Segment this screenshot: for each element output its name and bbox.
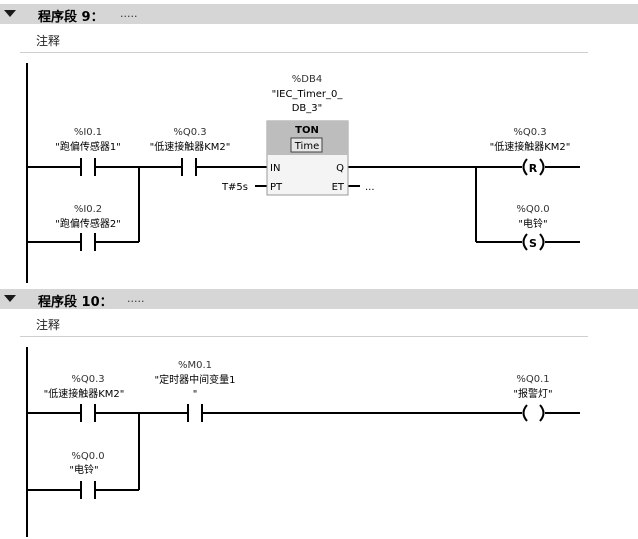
collapse-triangle-icon[interactable] (4, 295, 16, 302)
contact-address: %I0.2 (74, 204, 102, 215)
contact-symbol[interactable]: "电铃" (69, 463, 98, 476)
contact-i0-1[interactable] (80, 158, 96, 176)
contact-address: %Q0.3 (173, 127, 206, 138)
contact-address: %I0.1 (74, 127, 102, 138)
network-9-header[interactable]: 程序段 9： ..... (0, 4, 638, 25)
network-10-header[interactable]: 程序段 10： ..... (0, 289, 638, 310)
coil-address: %Q0.1 (516, 374, 549, 385)
network-9-comment[interactable]: 注释 (20, 30, 588, 53)
network-10-title: 程序段 10： (38, 295, 113, 310)
network-9-title: 程序段 9： (38, 10, 104, 25)
contact-symbol[interactable]: "低速接触器KM2" (150, 140, 231, 153)
coil-reset-letter: R (529, 162, 538, 175)
contact-symbol[interactable]: "跑偏传感器2" (55, 217, 121, 230)
contact-address: %Q0.0 (71, 451, 104, 462)
contact-address: %M0.1 (178, 360, 212, 371)
collapse-triangle-icon[interactable] (4, 10, 16, 17)
contact-i0-2[interactable] (80, 233, 96, 251)
timer-pt-value[interactable]: T#5s (221, 182, 248, 193)
timer-pin-q: Q (336, 163, 344, 174)
timer-time-type-field[interactable] (290, 137, 323, 153)
contact-q0-3[interactable] (181, 158, 197, 176)
timer-pin-et: ET (332, 182, 345, 193)
contact-symbol[interactable]: "定时器中间变量1 (155, 373, 236, 386)
coil-address: %Q0.3 (513, 127, 546, 138)
network-9-title-placeholder[interactable]: ..... (120, 7, 138, 20)
contact-address: %Q0.3 (71, 374, 104, 385)
timer-pin-pt: PT (270, 182, 283, 193)
timer-type: TON (295, 125, 319, 136)
contact-q0-3[interactable] (80, 404, 96, 422)
ton-timer-block[interactable] (266, 120, 349, 196)
contact-q0-0[interactable] (80, 481, 96, 499)
timer-db-address: %DB4 (292, 74, 322, 85)
coil-symbol[interactable]: "低速接触器KM2" (490, 140, 571, 153)
network-10-comment[interactable]: 注释 (20, 314, 588, 337)
timer-time-type: Time (294, 141, 319, 152)
contact-symbol[interactable]: "低速接触器KM2" (44, 387, 125, 400)
network-10-title-placeholder[interactable]: ..... (127, 292, 145, 305)
contact-symbol[interactable]: "跑偏传感器1" (55, 140, 121, 153)
timer-instance-name-cont[interactable]: DB_3" (292, 103, 323, 114)
network-9-comment-text: 注释 (36, 34, 61, 48)
coil-q0-1[interactable] (522, 404, 545, 422)
timer-instance-name[interactable]: "IEC_Timer_0_ (272, 89, 344, 100)
network-10-comment-text: 注释 (36, 318, 61, 332)
timer-pin-in: IN (270, 163, 280, 174)
coil-set-letter: S (529, 237, 537, 250)
contact-m0-1[interactable] (187, 404, 203, 422)
coil-symbol[interactable]: "电铃" (518, 217, 547, 230)
contact-symbol-cont[interactable]: " (193, 389, 198, 400)
coil-address: %Q0.0 (516, 204, 549, 215)
timer-et-value[interactable]: ... (365, 182, 375, 193)
coil-symbol[interactable]: "报警灯" (513, 387, 552, 400)
coil-set-q0-0[interactable] (522, 233, 545, 251)
coil-reset-q0-3[interactable] (522, 158, 545, 176)
